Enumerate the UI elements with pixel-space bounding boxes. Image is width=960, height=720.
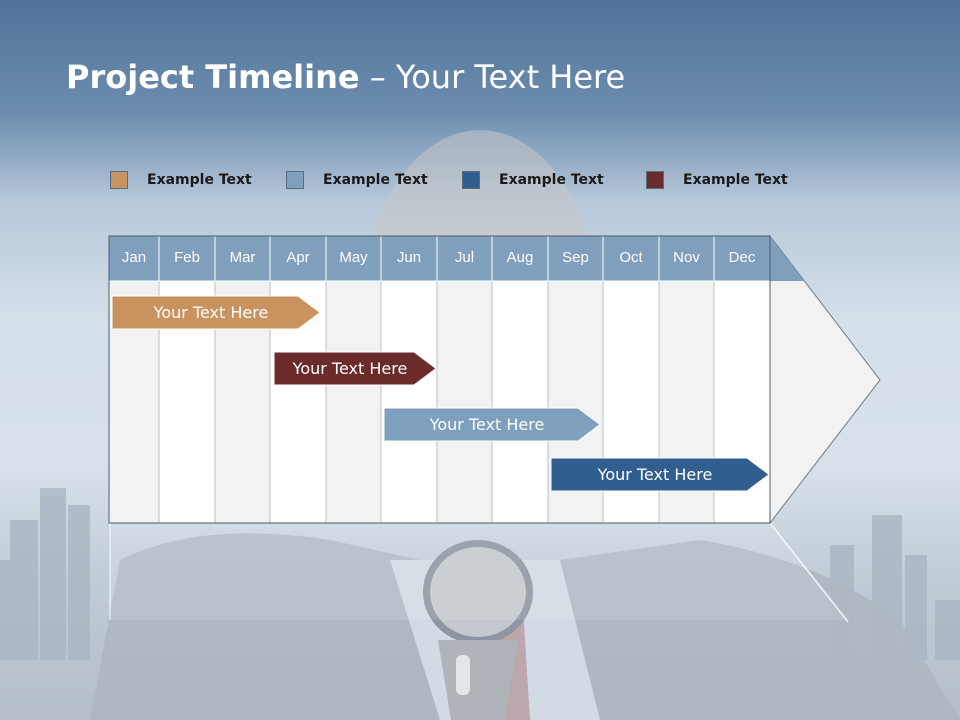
month-label-may: May	[339, 249, 368, 266]
arrow-tip-header	[770, 236, 804, 281]
month-header-cell	[713, 235, 771, 282]
month-column	[491, 280, 549, 524]
title-bold: Project Timeline	[66, 58, 360, 96]
month-label-sep: Sep	[562, 249, 589, 266]
task-label: Your Text Here	[292, 359, 408, 378]
month-label-jun: Jun	[396, 249, 422, 266]
task-label: Your Text Here	[429, 415, 545, 434]
legend-swatch	[462, 171, 480, 189]
title-rest: – Your Text Here	[359, 58, 626, 96]
month-label-jul: Jul	[454, 249, 475, 266]
task-arrow	[273, 351, 437, 386]
legend-label: Example Text	[683, 172, 788, 188]
legend-swatch	[286, 171, 304, 189]
page-title: Project Timeline – Your Text Here	[66, 58, 625, 96]
month-label-dec: Dec	[728, 249, 756, 266]
month-label-jan: Jan	[121, 249, 147, 266]
month-column	[325, 280, 382, 524]
legend-label: Example Text	[147, 172, 252, 188]
legend-swatch	[110, 171, 128, 189]
month-label-apr: Apr	[286, 249, 310, 266]
month-header-cell	[158, 235, 216, 282]
reflection-edge	[769, 522, 849, 623]
task-arrow	[550, 457, 770, 492]
month-column	[436, 280, 493, 524]
month-label-aug: Aug	[506, 249, 534, 266]
legend-label: Example Text	[323, 172, 428, 188]
month-label-feb: Feb	[174, 249, 200, 266]
task-label: Your Text Here	[153, 303, 269, 322]
month-header-cell	[214, 235, 271, 282]
task-label: Your Text Here	[597, 465, 713, 484]
month-header-cell	[269, 235, 327, 282]
task-arrow	[111, 295, 321, 330]
month-label-nov: Nov	[673, 249, 700, 266]
legend-swatch	[646, 171, 664, 189]
month-header-cell	[436, 235, 493, 282]
month-label-oct: Oct	[619, 249, 643, 266]
task-arrow	[383, 407, 601, 442]
microphone-icon	[423, 540, 533, 720]
timeline-frame	[108, 235, 771, 524]
legend-label: Example Text	[499, 172, 604, 188]
month-header-cell	[491, 235, 549, 282]
month-label-mar: Mar	[229, 249, 256, 266]
month-header-cell	[380, 235, 438, 282]
chart-reflection	[109, 523, 850, 620]
month-column	[380, 280, 438, 524]
